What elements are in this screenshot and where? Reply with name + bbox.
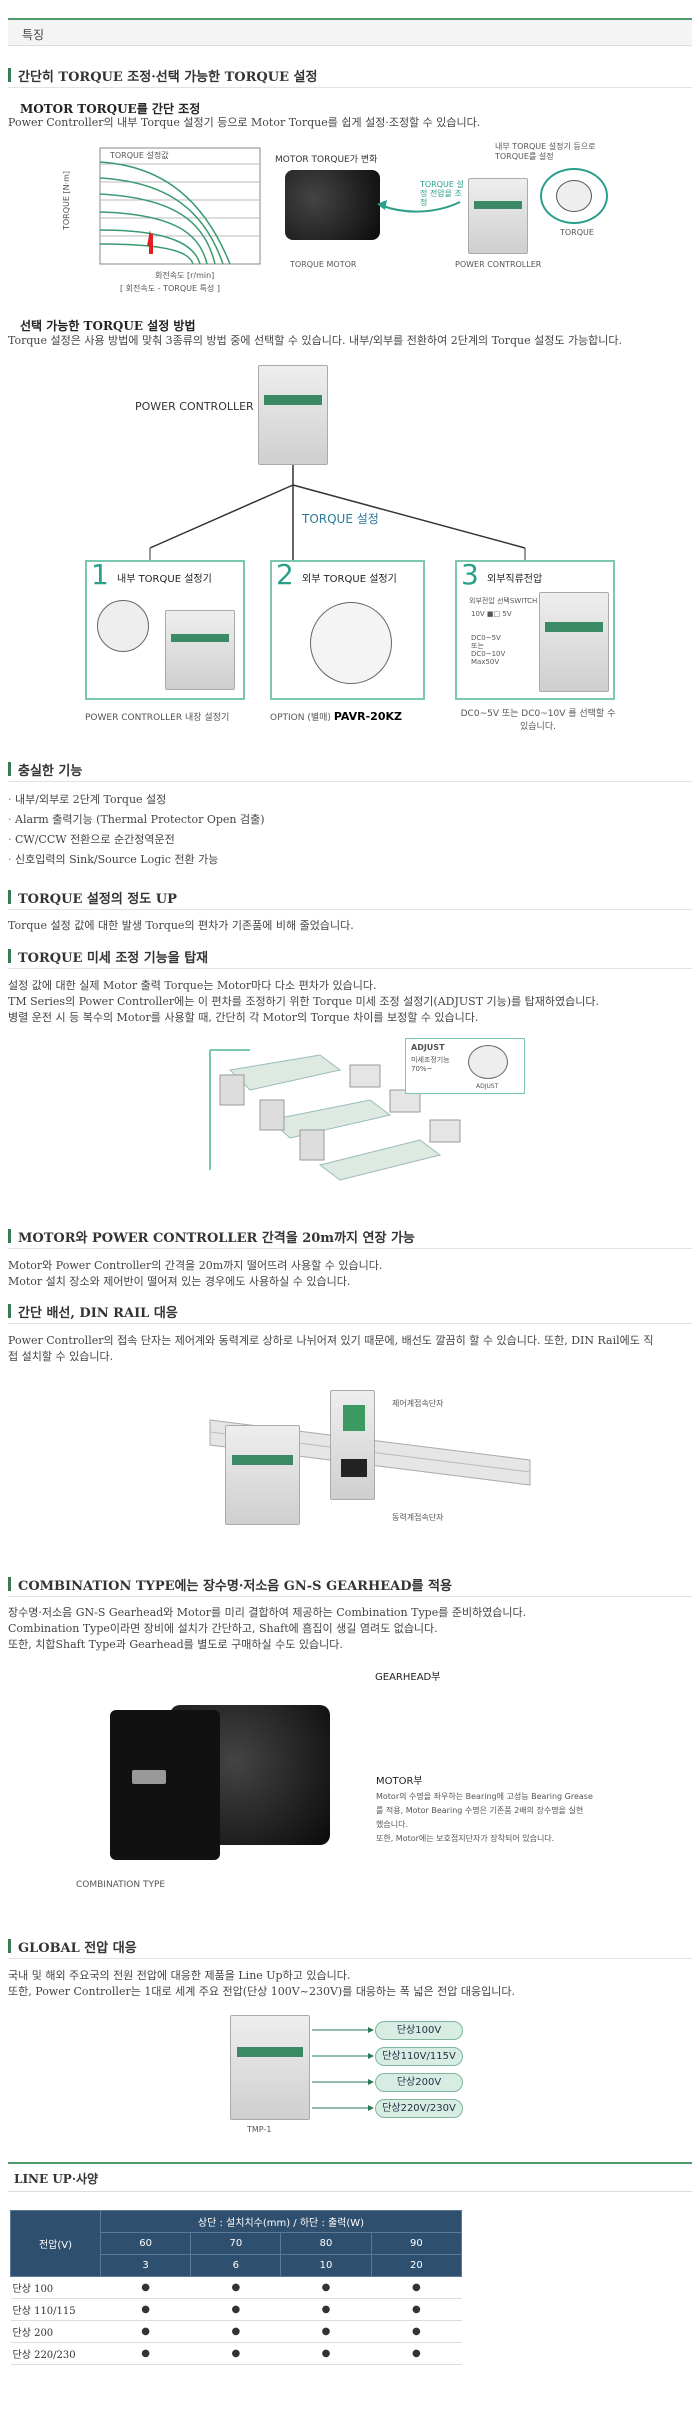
- gearhead-label: GEARHEAD부: [375, 1672, 441, 1683]
- subtitle-torque-method: 선택 가능한 TORQUE 설정 방법: [20, 319, 196, 333]
- pc-tree-device: [258, 365, 328, 465]
- voltage-220-230: 단상220V/230V: [375, 2099, 463, 2118]
- adjust-arrow-label: TORQUE 설정 전압을 조정: [420, 180, 464, 207]
- torque-motor-label: TORQUE MOTOR: [290, 260, 357, 269]
- option2-box: 2 외부 TORQUE 설정기: [270, 558, 425, 700]
- torque-speed-chart: [99, 147, 261, 265]
- voltage-200: 단상200V: [375, 2073, 463, 2092]
- feature-tab[interactable]: 특징: [8, 18, 692, 46]
- paragraph-precision: Torque 설정 값에 대한 발생 Torque의 편차가 기존품에 비해 줄…: [8, 919, 354, 932]
- section-title-precision: TORQUE 설정의 정도 UP: [8, 888, 692, 910]
- paragraph-din-rail: Power Controller의 접속 단자는 제어계와 동력계로 상하로 나…: [8, 1334, 654, 1363]
- option2-caption: OPTION (별매) PAVR-20KZ: [270, 710, 402, 723]
- motor-part-desc: Motor의 수명을 좌우하는 Bearing에 고성능 Bearing Gre…: [376, 1792, 593, 1843]
- feature-list: 내부/외부로 2단계 Torque 설정 Alarm 출력기능 (Thermal…: [8, 790, 265, 870]
- table-row: 단상 200●●●●: [10, 2320, 462, 2343]
- table-row: 단상 100●●●●: [10, 2276, 462, 2299]
- paragraph-torque-method: Torque 설정은 사용 방법에 맞춰 3종류의 방법 중에 선택할 수 있습…: [8, 334, 623, 347]
- section-title-fine-adjust: TORQUE 미세 조정 기능을 탑재: [8, 947, 692, 969]
- control-terminal-label: 제어계접속단자: [392, 1399, 444, 1408]
- din-controller-side: [330, 1390, 375, 1500]
- torque-setting-label: TORQUE 설정: [302, 512, 379, 526]
- header-group: 상단 : 설치치수(mm) / 하단 : 출력(W): [100, 2210, 462, 2233]
- section-title-lineup: LINE UP·사양: [8, 2170, 692, 2192]
- chart-caption: [ 회전속도 - TORQUE 특성 ]: [120, 284, 220, 293]
- option3-caption: DC0~5V 또는 DC0~10V 를 선택할 수 있습니다.: [460, 709, 616, 732]
- motor-part-label: MOTOR부: [376, 1776, 423, 1787]
- combination-type-label: COMBINATION TYPE: [76, 1880, 166, 1890]
- table-row: 단상 220/230●●●●: [10, 2342, 462, 2365]
- power-controller-label: POWER CONTROLLER: [455, 260, 542, 269]
- chart-ylabel: TORQUE [N·m]: [62, 170, 71, 230]
- motor-change-title: MOTOR TORQUE가 변화: [275, 155, 378, 165]
- paragraph-global: 국내 및 해외 주요국의 전원 전압에 대응한 제품을 Line Up하고 있습…: [8, 1969, 515, 1998]
- global-device-label: TMP-1: [247, 2125, 272, 2134]
- section-title-torque: 간단히 TORQUE 조정·선택 가능한 TORQUE 설정: [8, 66, 692, 88]
- section-title-combination: COMBINATION TYPE에는 장수명·저소음 GN-S GEARHEAD…: [8, 1575, 692, 1597]
- adjust-arrow: [377, 200, 461, 213]
- voltage-100: 단상100V: [375, 2021, 463, 2040]
- parallel-motors-figure: [209, 1049, 461, 1181]
- pc-note: 내부 TORQUE 설정기 등으로 TORQUE를 설정: [495, 142, 596, 161]
- section-title-global: GLOBAL 전압 대응: [8, 1937, 692, 1959]
- option1-caption: POWER CONTROLLER 내장 설정기: [85, 713, 230, 723]
- dial-label: TORQUE: [560, 228, 594, 237]
- paragraph-distance: Motor와 Power Controller의 간격을 20m까지 떨어뜨려 …: [8, 1259, 383, 1288]
- power-controller-image: [468, 178, 528, 254]
- table-row: 단상 110/115●●●●: [10, 2298, 462, 2321]
- din-controller-front: [225, 1425, 300, 1525]
- torque-motor-image: [285, 170, 380, 240]
- option1-box: 1 내부 TORQUE 설정기: [85, 558, 245, 700]
- torque-dial-icon: [540, 168, 608, 224]
- chart-xlabel: 회전속도 [r/min]: [155, 271, 215, 280]
- header-voltage: 전압(V): [10, 2210, 101, 2277]
- tree-lines: [149, 465, 526, 565]
- feature-tab-label: 특징: [22, 28, 45, 42]
- section-title-din-rail: 간단 배선, DIN RAIL 대응: [8, 1302, 692, 1324]
- adjust-callout: ADJUST 미세조정기능 70%~ ADJUST: [405, 1038, 525, 1094]
- voltage-110-115: 단상110V/115V: [375, 2047, 463, 2066]
- gearhead-image: [110, 1710, 220, 1860]
- section-title-features: 충실한 기능: [8, 760, 692, 782]
- chart-legend: TORQUE 설정값: [110, 151, 169, 160]
- paragraph-fine-adjust: 설정 값에 대한 실제 Motor 출력 Torque는 Motor마다 다소 …: [8, 979, 600, 1024]
- section-title-distance: MOTOR와 POWER CONTROLLER 간격을 20m까지 연장 가능: [8, 1227, 692, 1249]
- subtitle-torque-adjust: MOTOR TORQUE를 간단 조정: [20, 102, 201, 116]
- paragraph-combination: 장수명·저소음 GN-S Gearhead와 Motor를 미리 결합하여 제공…: [8, 1606, 527, 1651]
- paragraph-torque-adjust: Power Controller의 내부 Torque 설정기 등으로 Moto…: [8, 116, 481, 129]
- power-terminal-label: 동력계접속단자: [392, 1513, 444, 1522]
- global-device-image: [230, 2015, 310, 2120]
- pc-tree-title: POWER CONTROLLER: [135, 400, 254, 413]
- voltage-arrows: [312, 2027, 374, 2111]
